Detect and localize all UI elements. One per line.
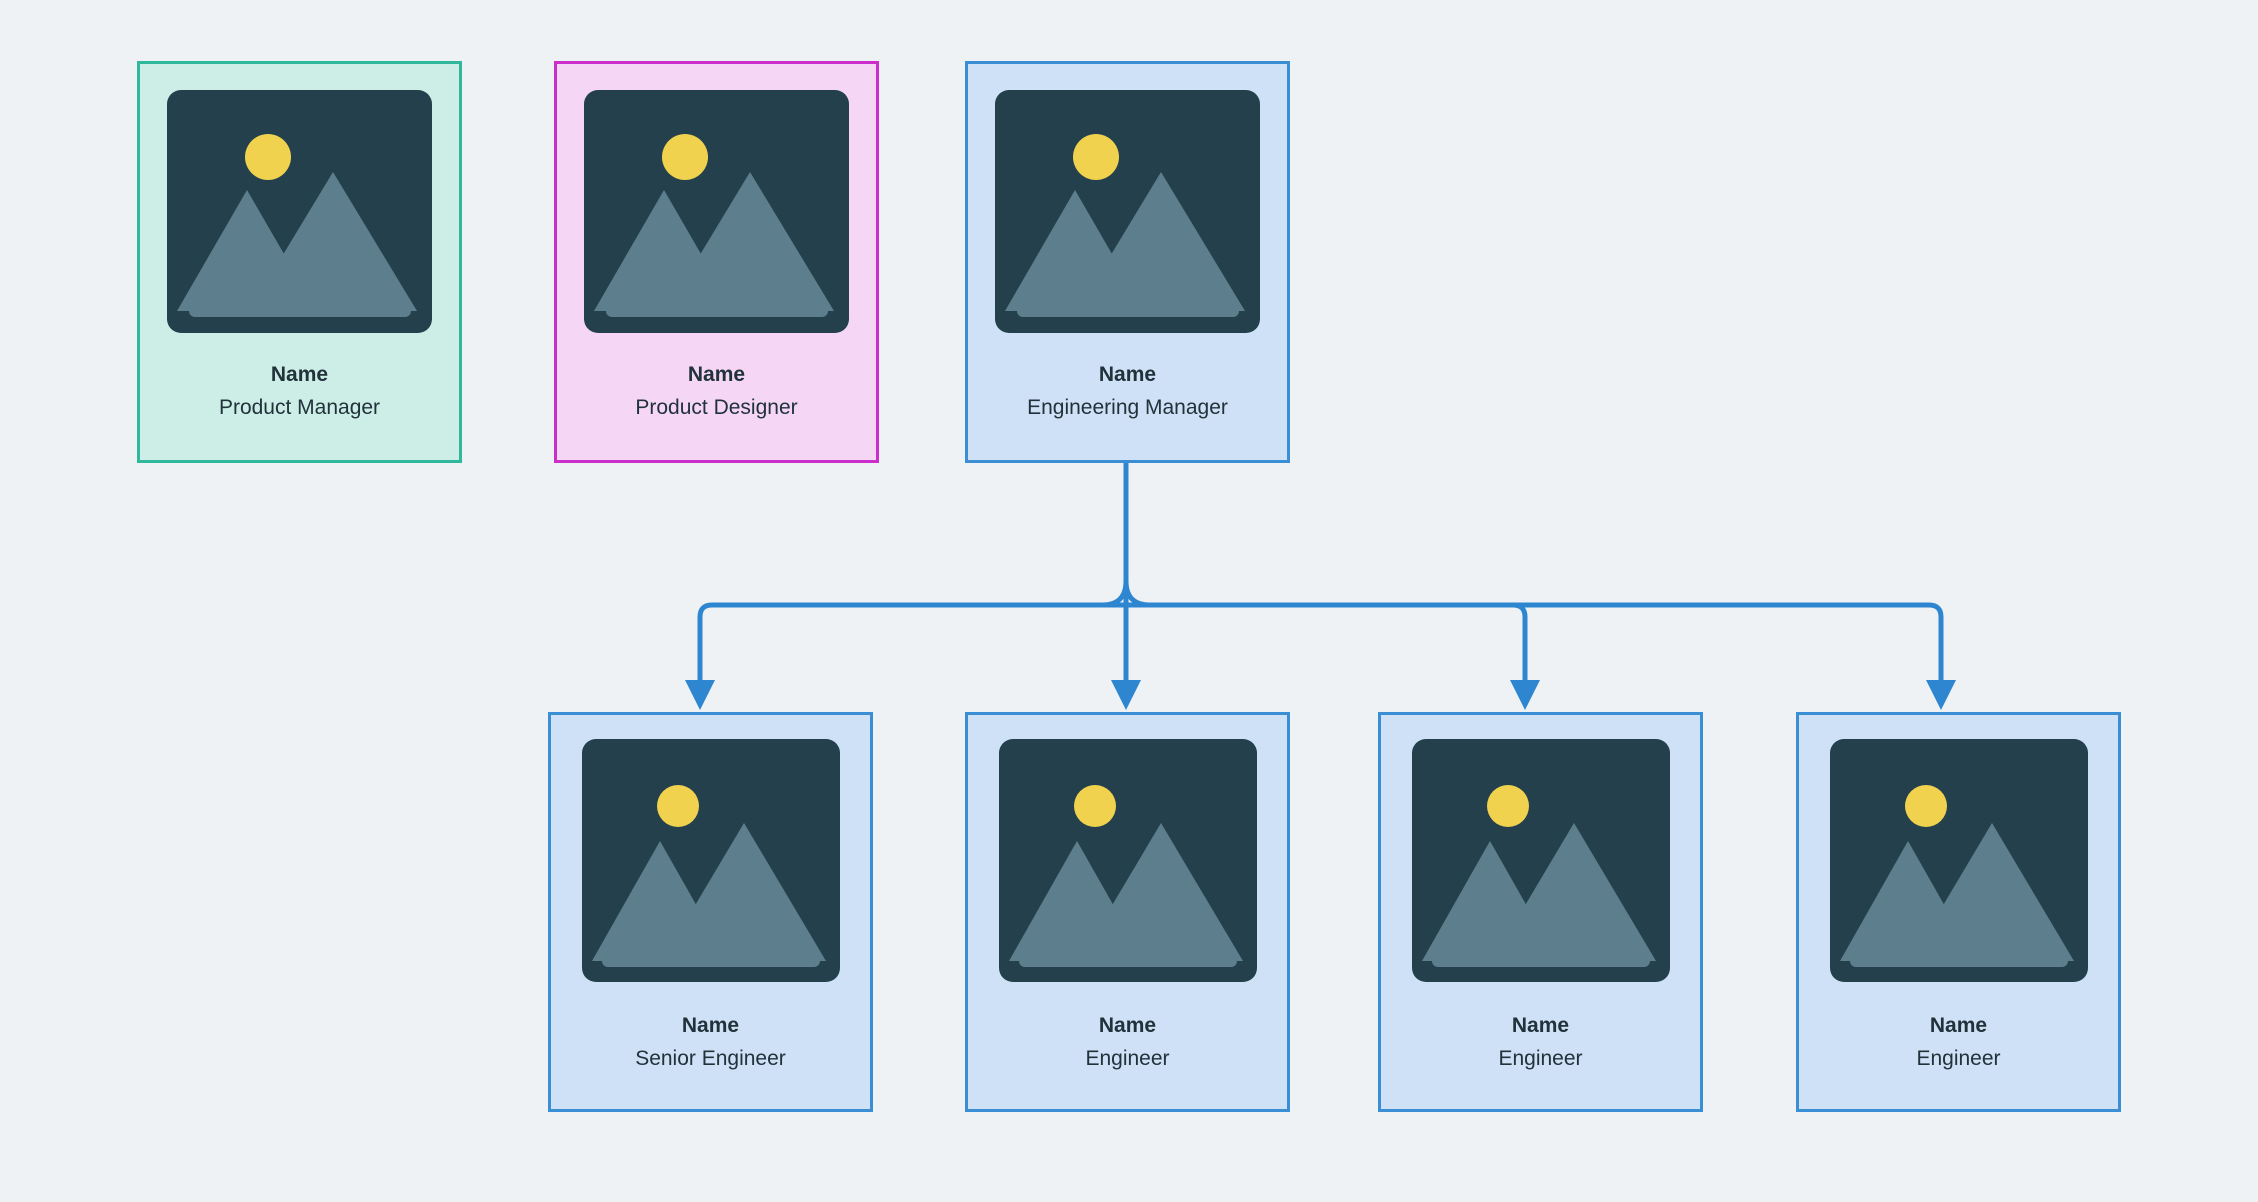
arrowhead-senior-engineer: [685, 680, 715, 710]
connector-fillet-left: [1101, 580, 1129, 608]
card-role: Engineer: [1916, 1047, 2001, 1071]
image-placeholder-icon: [581, 739, 840, 982]
image-placeholder-icon: [167, 90, 432, 333]
card-engineer-3[interactable]: Name Engineer: [1796, 712, 2121, 1112]
card-role: Engineer: [1085, 1047, 1170, 1071]
connector-branch-3: [1512, 602, 1528, 686]
image-placeholder-icon: [995, 90, 1260, 333]
card-name: Name: [681, 1014, 740, 1037]
arrowhead-engineer-3: [1926, 680, 1956, 710]
card-name: Name: [270, 363, 329, 386]
card-role: Senior Engineer: [635, 1047, 786, 1071]
card-name: Name: [687, 363, 746, 386]
card-engineer-1[interactable]: Name Engineer: [965, 712, 1290, 1112]
card-engineering-manager[interactable]: Name Engineering Manager: [965, 61, 1290, 463]
card-name: Name: [1098, 363, 1157, 386]
card-product-designer[interactable]: Name Product Designer: [554, 61, 879, 463]
card-name: Name: [1929, 1014, 1988, 1037]
arrowhead-engineer-2: [1510, 680, 1540, 710]
card-role: Engineering Manager: [1027, 396, 1228, 420]
card-role: Engineer: [1498, 1047, 1583, 1071]
card-name: Name: [1098, 1014, 1157, 1037]
arrowhead-engineer-1: [1111, 680, 1141, 710]
image-placeholder-icon: [1829, 739, 2088, 982]
connector-fillet-right: [1123, 580, 1151, 608]
connector-bus-right: [1126, 602, 1944, 686]
card-senior-engineer[interactable]: Name Senior Engineer: [548, 712, 873, 1112]
image-placeholder-icon: [1411, 739, 1670, 982]
card-role: Product Manager: [218, 396, 381, 420]
connector-bus-left: [697, 602, 1126, 686]
card-name: Name: [1511, 1014, 1570, 1037]
card-product-manager[interactable]: Name Product Manager: [137, 61, 462, 463]
image-placeholder-icon: [998, 739, 1257, 982]
image-placeholder-icon: [584, 90, 849, 333]
card-engineer-2[interactable]: Name Engineer: [1378, 712, 1703, 1112]
card-role: Product Designer: [635, 396, 798, 420]
